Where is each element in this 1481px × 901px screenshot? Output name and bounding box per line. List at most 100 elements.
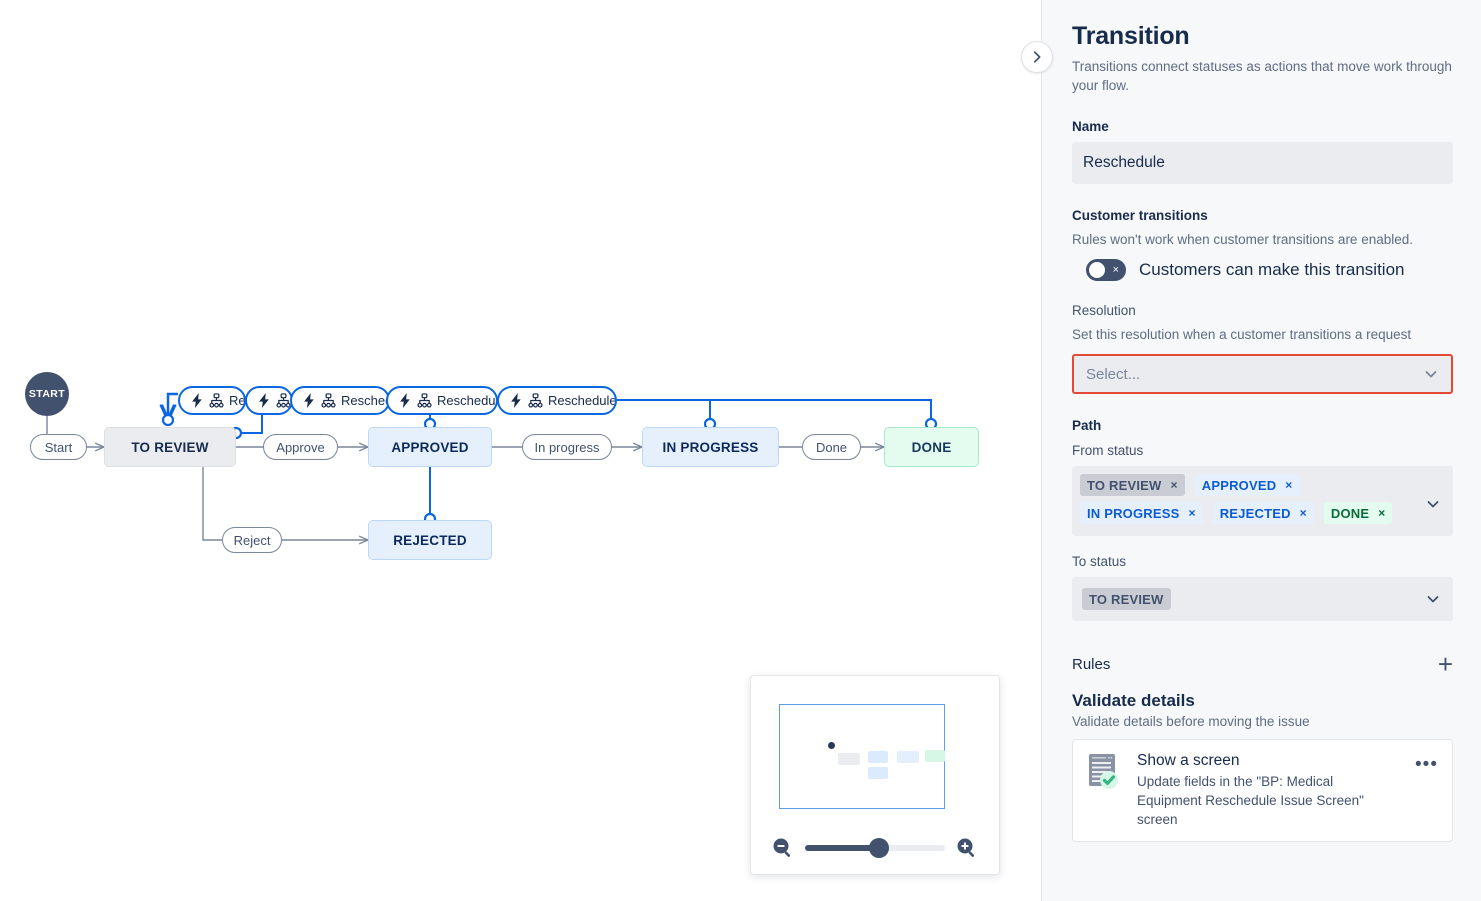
rule-more-actions-button[interactable]: ••• bbox=[1415, 754, 1438, 775]
chevron-right-icon bbox=[1033, 51, 1041, 63]
selected-transition-reschedule-2[interactable] bbox=[245, 386, 293, 415]
chip-remove-icon[interactable]: × bbox=[1299, 506, 1307, 520]
chip-remove-icon[interactable]: × bbox=[1378, 506, 1386, 520]
transition-reject[interactable]: Reject bbox=[222, 527, 282, 553]
minimap-node-in-progress bbox=[897, 751, 919, 763]
start-node[interactable]: START bbox=[25, 372, 69, 416]
customer-transitions-label: Customer transitions bbox=[1072, 208, 1208, 223]
rule-name: Show a screen bbox=[1137, 752, 1240, 769]
chip-label: APPROVED bbox=[1201, 477, 1277, 493]
from-status-field[interactable]: TO REVIEW × APPROVED × IN PROGRESS × REJ… bbox=[1072, 466, 1453, 536]
from-status-chip-list: TO REVIEW × APPROVED × IN PROGRESS × REJ… bbox=[1080, 474, 1419, 524]
chevron-down-icon[interactable] bbox=[1425, 591, 1441, 607]
minimap-node-approved bbox=[868, 751, 888, 763]
chip-to-review[interactable]: TO REVIEW × bbox=[1080, 474, 1185, 496]
add-rule-button[interactable]: + bbox=[1437, 649, 1453, 679]
rule-branch-icon bbox=[417, 393, 432, 408]
selected-transition-reschedule-1[interactable]: Re bbox=[178, 386, 246, 415]
chip-label: TO REVIEW bbox=[1089, 591, 1164, 607]
rules-header: Rules + bbox=[1072, 651, 1453, 677]
chip-approved[interactable]: APPROVED × bbox=[1194, 474, 1300, 496]
name-input[interactable]: Reschedule bbox=[1072, 142, 1453, 184]
customer-transitions-toggle[interactable]: × bbox=[1086, 259, 1126, 281]
selected-transition-reschedule-4[interactable]: Reschedule bbox=[386, 386, 498, 415]
screen-document-icon bbox=[1087, 752, 1123, 792]
selected-transition-reschedule-5[interactable]: Reschedule bbox=[497, 386, 617, 415]
minimap-node-to-review bbox=[838, 753, 860, 765]
status-node-to-review[interactable]: TO REVIEW bbox=[104, 427, 236, 467]
customer-transitions-toggle-row: × Customers can make this transition bbox=[1086, 259, 1453, 281]
transition-in-progress[interactable]: In progress bbox=[522, 434, 612, 460]
zoom-slider-fill bbox=[805, 845, 880, 851]
bolt-icon bbox=[192, 393, 202, 408]
status-node-done[interactable]: DONE bbox=[884, 427, 979, 467]
rule-description: Update fields in the "BP: Medical Equipm… bbox=[1137, 774, 1364, 827]
zoom-out-icon[interactable] bbox=[771, 836, 795, 860]
chip-remove-icon[interactable]: × bbox=[1188, 506, 1196, 520]
selected-transition-label: Reschedule bbox=[437, 393, 496, 408]
bolt-icon bbox=[511, 393, 521, 408]
panel-subtitle: Transitions connect statuses as actions … bbox=[1072, 59, 1452, 93]
customer-transitions-toggle-label: Customers can make this transition bbox=[1139, 260, 1405, 279]
chevron-down-icon bbox=[1425, 371, 1437, 378]
rules-title: Rules bbox=[1072, 655, 1111, 673]
chip-in-progress[interactable]: IN PROGRESS × bbox=[1080, 502, 1203, 524]
customer-transitions-help: Rules won't work when customer transitio… bbox=[1072, 232, 1413, 247]
zoom-controls[interactable] bbox=[751, 836, 999, 860]
workflow-canvas[interactable]: START Start Approve Reject In progress D… bbox=[0, 0, 1040, 901]
zoom-slider-thumb[interactable] bbox=[869, 838, 890, 858]
rule-text: Show a screen Update fields in the "BP: … bbox=[1137, 752, 1401, 829]
resolution-help: Set this resolution when a customer tran… bbox=[1072, 327, 1412, 342]
from-status-label: From status bbox=[1072, 443, 1144, 458]
minimap-start-dot bbox=[828, 742, 835, 749]
chip-label: TO REVIEW bbox=[1087, 477, 1162, 493]
selected-transition-label: Resched bbox=[341, 393, 390, 408]
rule-branch-icon bbox=[528, 393, 543, 408]
rule-branch-icon bbox=[276, 393, 291, 408]
minimap-node-rejected bbox=[868, 767, 888, 779]
toggle-knob bbox=[1089, 262, 1105, 278]
chip-label: REJECTED bbox=[1219, 505, 1291, 521]
minimap-panel[interactable] bbox=[750, 675, 1000, 875]
minimap-viewport[interactable] bbox=[779, 704, 945, 809]
panel-title: Transition bbox=[1072, 22, 1190, 50]
status-node-approved[interactable]: APPROVED bbox=[368, 427, 492, 467]
rule-group-title: Validate details bbox=[1072, 691, 1195, 710]
status-node-in-progress[interactable]: IN PROGRESS bbox=[642, 427, 779, 467]
name-label: Name bbox=[1072, 119, 1109, 134]
collapse-panel-button[interactable] bbox=[1021, 41, 1053, 73]
rule-group-subtitle: Validate details before moving the issue bbox=[1072, 714, 1310, 729]
rule-branch-icon bbox=[321, 393, 336, 408]
chip-remove-icon[interactable]: × bbox=[1285, 478, 1293, 492]
path-title: Path bbox=[1072, 418, 1102, 433]
toggle-off-icon: × bbox=[1112, 263, 1119, 276]
bolt-icon bbox=[304, 393, 314, 408]
chip-rejected[interactable]: REJECTED × bbox=[1212, 502, 1314, 524]
bolt-icon bbox=[400, 393, 410, 408]
chevron-down-icon[interactable] bbox=[1425, 496, 1441, 512]
resolution-select[interactable]: Select... bbox=[1072, 354, 1453, 394]
to-status-label: To status bbox=[1072, 554, 1127, 569]
chip-label: IN PROGRESS bbox=[1087, 505, 1180, 521]
rule-branch-icon bbox=[209, 393, 224, 408]
transition-done[interactable]: Done bbox=[802, 434, 861, 460]
selected-transition-reschedule-3[interactable]: Resched bbox=[290, 386, 390, 415]
chip-label: DONE bbox=[1330, 505, 1370, 521]
resolution-label: Resolution bbox=[1072, 303, 1136, 318]
rule-card-show-a-screen[interactable]: Show a screen Update fields in the "BP: … bbox=[1072, 739, 1453, 842]
bolt-icon bbox=[259, 393, 269, 408]
transition-detail-panel: Transition Transitions connect statuses … bbox=[1041, 0, 1481, 901]
resolution-select-placeholder: Select... bbox=[1086, 365, 1141, 383]
transition-approve[interactable]: Approve bbox=[263, 434, 338, 460]
zoom-in-icon[interactable] bbox=[955, 836, 979, 860]
status-node-rejected[interactable]: REJECTED bbox=[368, 520, 492, 560]
selected-transition-label: Re bbox=[229, 393, 246, 408]
transition-start[interactable]: Start bbox=[30, 434, 87, 460]
selected-transition-label: Reschedule bbox=[548, 393, 617, 408]
chip-done[interactable]: DONE × bbox=[1323, 502, 1393, 524]
chip-remove-icon[interactable]: × bbox=[1170, 478, 1178, 492]
chip-to-status: TO REVIEW bbox=[1082, 588, 1171, 610]
to-status-field[interactable]: TO REVIEW bbox=[1072, 577, 1453, 621]
zoom-slider[interactable] bbox=[805, 838, 945, 858]
